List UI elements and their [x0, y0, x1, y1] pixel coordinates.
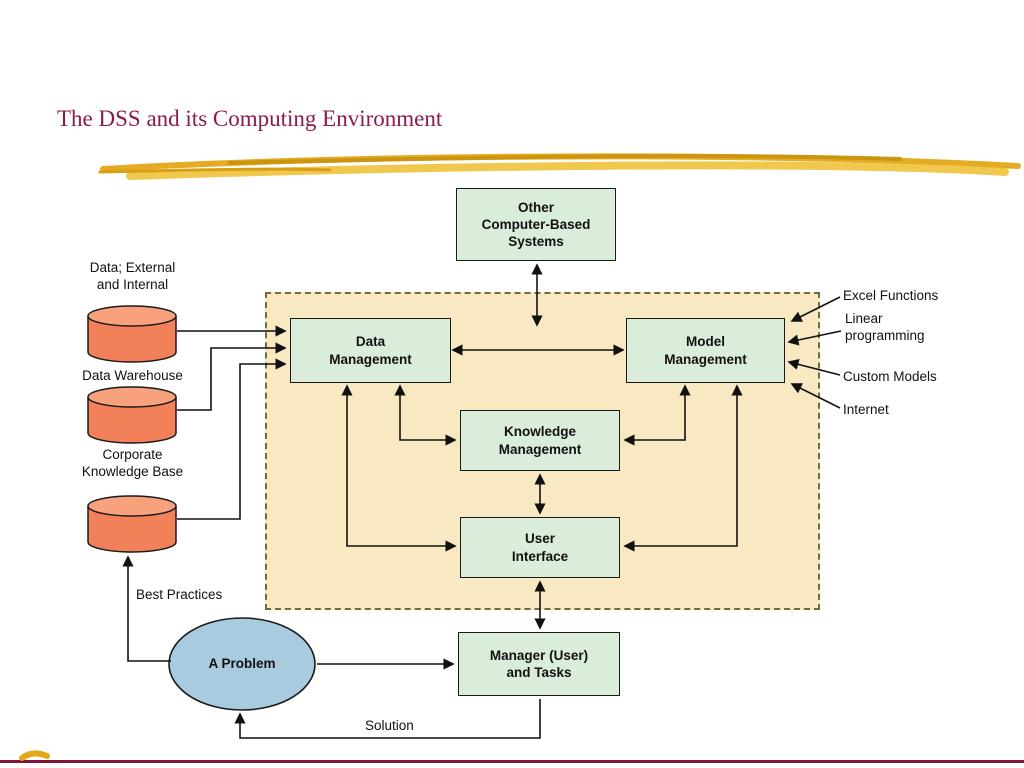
- slide-title: The DSS and its Computing Environment: [57, 106, 443, 131]
- label-linear-programming: Linear programming: [845, 311, 925, 343]
- brush-stroke-divider: [98, 153, 1021, 180]
- brush-stroke-4: [98, 167, 332, 174]
- cylinder-top: [87, 305, 177, 327]
- label-solution: Solution: [365, 718, 414, 733]
- label-data-warehouse: Data Warehouse: [82, 368, 183, 383]
- label-corporate-kb: Corporate Knowledge Base: [81, 447, 184, 479]
- label-external-data: Data; External and Internal: [89, 260, 176, 292]
- node-user-interface: User Interface: [460, 517, 620, 578]
- brush-stroke-2: [126, 161, 1009, 180]
- cylinder-body: [87, 397, 177, 444]
- node-knowledge-management: Knowledge Management: [460, 410, 620, 471]
- footer-divider: [0, 760, 1024, 763]
- node-other-systems: Other Computer-Based Systems: [456, 188, 616, 261]
- cylinder-top: [87, 495, 177, 517]
- cylinder-top: [87, 386, 177, 408]
- arrow-best-practices: [122, 555, 171, 662]
- cylinder-data-warehouse: [87, 386, 177, 444]
- label-best-practices: Best Practices: [136, 587, 223, 602]
- cylinder-body: [87, 316, 177, 363]
- cylinder-corporate-kb: [87, 495, 177, 553]
- cylinder-body: [87, 506, 177, 553]
- label-custom-models: Custom Models: [843, 369, 937, 384]
- cylinder-external-data: [87, 305, 177, 363]
- node-data-management: Data Management: [290, 318, 451, 383]
- node-model-management: Model Management: [626, 318, 785, 383]
- brush-stroke-3: [228, 154, 902, 165]
- label-problem: A Problem: [208, 656, 276, 671]
- brush-stroke-1: [100, 153, 1021, 172]
- label-internet: Internet: [843, 402, 889, 417]
- footer-accent-mark: [19, 750, 50, 761]
- node-manager-tasks: Manager (User) and Tasks: [458, 632, 620, 696]
- label-excel-functions: Excel Functions: [843, 288, 939, 303]
